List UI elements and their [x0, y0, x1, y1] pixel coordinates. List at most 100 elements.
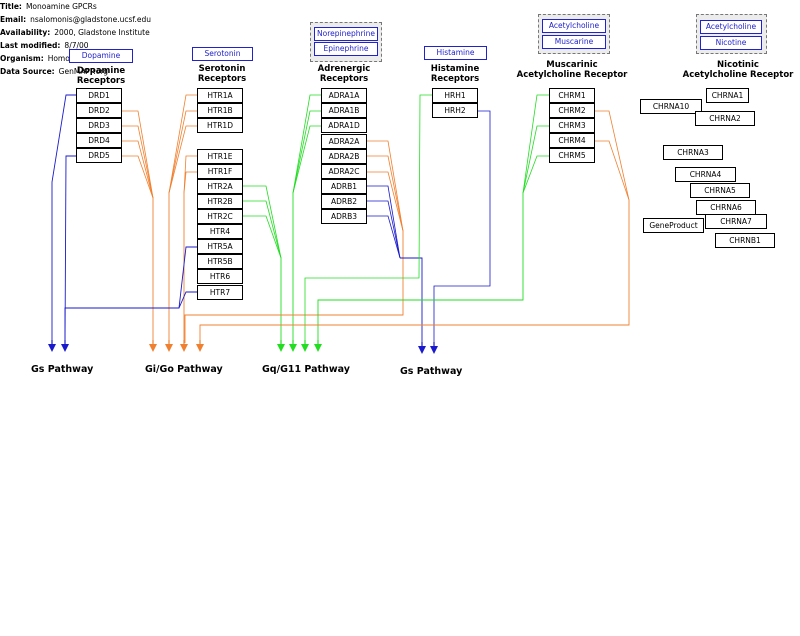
arrowhead-gi-1	[149, 344, 157, 352]
connector-adra1-gq-0	[292, 94, 321, 194]
connector-chrm-gi-route	[199, 200, 630, 343]
arrowhead-gq-1	[277, 344, 285, 352]
gene-htr1d[interactable]: HTR1D	[197, 118, 243, 133]
arrowhead-gq-3	[301, 344, 309, 352]
gene-product-placeholder[interactable]: GeneProduct	[643, 218, 704, 233]
gene-htr1b[interactable]: HTR1B	[197, 103, 243, 118]
connector-drd-gi-0	[122, 110, 154, 199]
ligand-norepinephrine: Norepinephrine	[314, 27, 378, 41]
gene-drd3[interactable]: DRD3	[76, 118, 122, 133]
gene-drd4[interactable]: DRD4	[76, 133, 122, 148]
gene-htr7[interactable]: HTR7	[197, 285, 243, 300]
connector-adrb-gs-0	[367, 185, 401, 259]
gene-chrna6[interactable]: CHRNA6	[696, 200, 756, 215]
connector-drd-gi-2	[122, 140, 154, 199]
gene-adra1a[interactable]: ADRA1A	[321, 88, 367, 103]
pathway-gs-right: Gs Pathway	[400, 366, 463, 377]
connector-chrm-gi-1	[595, 140, 630, 201]
gene-chrm3[interactable]: CHRM3	[549, 118, 595, 133]
gene-hrh1[interactable]: HRH1	[432, 88, 478, 103]
gene-chrm5[interactable]: CHRM5	[549, 148, 595, 163]
connector-drd-gi-3	[122, 155, 154, 199]
arrowhead-gi-4	[196, 344, 204, 352]
pathway-gs-left: Gs Pathway	[31, 364, 94, 375]
ligand-epinephrine: Epinephrine	[314, 42, 378, 56]
connector-adra2-gi-2	[367, 171, 404, 232]
arrowhead-gs-left-2	[61, 344, 69, 352]
meta-availability: Availability:2000, Gladstone Institute	[0, 28, 150, 37]
connector-adrb-gs-2	[367, 215, 401, 259]
gene-htr6[interactable]: HTR6	[197, 269, 243, 284]
gene-chrm1[interactable]: CHRM1	[549, 88, 595, 103]
gene-adra1d[interactable]: ADRA1D	[321, 118, 367, 133]
gene-htr5b[interactable]: HTR5B	[197, 254, 243, 269]
gene-htr1a[interactable]: HTR1A	[197, 88, 243, 103]
gene-adra2b[interactable]: ADRA2B	[321, 149, 367, 164]
connector-chrm-gq-1	[522, 125, 549, 194]
connector-adra1-gq-1	[292, 110, 321, 194]
gene-hrh2[interactable]: HRH2	[432, 103, 478, 118]
connector-drd1-gs	[51, 94, 76, 343]
connector-htr1-gi-0	[168, 94, 197, 194]
ligand-nicotine: Nicotine	[700, 36, 762, 50]
gene-adrb3[interactable]: ADRB3	[321, 209, 367, 224]
gene-chrna5[interactable]: CHRNA5	[690, 183, 750, 198]
gene-htr5a[interactable]: HTR5A	[197, 239, 243, 254]
gene-adra2a[interactable]: ADRA2A	[321, 134, 367, 149]
gene-chrnb1[interactable]: CHRNB1	[715, 233, 775, 248]
arrowhead-gq-4	[314, 344, 322, 352]
ligand-acetylcholine-nicotinic: Acetylcholine	[700, 20, 762, 34]
gene-chrna1[interactable]: CHRNA1	[706, 88, 749, 103]
gene-chrna7[interactable]: CHRNA7	[705, 214, 767, 229]
pathway-gq-g11: Gq/G11 Pathway	[262, 364, 350, 375]
gene-adra2c[interactable]: ADRA2C	[321, 164, 367, 179]
gene-chrna3[interactable]: CHRNA3	[663, 145, 723, 160]
gene-htr1e[interactable]: HTR1E	[197, 149, 243, 164]
gene-chrna10[interactable]: CHRNA10	[640, 99, 702, 114]
arrowhead-gi-2	[165, 344, 173, 352]
connector-adrb-gs-1	[367, 200, 401, 259]
pathway-gi-go: Gi/Go Pathway	[145, 364, 223, 375]
connector-htr1-gi-1	[168, 110, 197, 194]
gene-chrna2[interactable]: CHRNA2	[695, 111, 755, 126]
connector-hrh1-gq	[304, 94, 432, 343]
gene-htr2a[interactable]: HTR2A	[197, 179, 243, 194]
connector-drd-gi-1	[122, 125, 154, 199]
gene-chrna4[interactable]: CHRNA4	[675, 167, 736, 182]
gene-adrb1[interactable]: ADRB1	[321, 179, 367, 194]
connector-chrm-gq-2	[522, 155, 549, 194]
gene-htr4[interactable]: HTR4	[197, 224, 243, 239]
connector-htr2-gq-1	[243, 200, 282, 259]
gene-htr1f[interactable]: HTR1F	[197, 164, 243, 179]
connector-hrh2-gs	[433, 110, 491, 343]
gene-drd2[interactable]: DRD2	[76, 103, 122, 118]
gene-drd5[interactable]: DRD5	[76, 148, 122, 163]
arrowhead-gq-2	[289, 344, 297, 352]
gene-adra1b[interactable]: ADRA1B	[321, 103, 367, 118]
gene-htr2c[interactable]: HTR2C	[197, 209, 243, 224]
connector-htr1-gi-2	[168, 125, 197, 194]
connector-htr2-gq-2	[243, 215, 282, 259]
gene-chrm2[interactable]: CHRM2	[549, 103, 595, 118]
gene-chrm4[interactable]: CHRM4	[549, 133, 595, 148]
gene-adrb2[interactable]: ADRB2	[321, 194, 367, 209]
ligand-histamine: Histamine	[424, 46, 487, 60]
connector-adra2-gi-0	[367, 140, 404, 232]
connector-adrb-gs-route	[400, 257, 423, 343]
connector-adra2-gi-1	[367, 155, 404, 232]
meta-last-modified: Last modified:8/7/00	[0, 41, 89, 50]
connector-htr1ef-gi-0	[183, 155, 197, 194]
gene-drd1[interactable]: DRD1	[76, 88, 122, 103]
connector-adra1-gq-2	[292, 125, 321, 194]
ligand-muscarine: Muscarine	[542, 35, 606, 49]
connector-chrm-gq-route	[317, 193, 524, 343]
gene-htr2b[interactable]: HTR2B	[197, 194, 243, 209]
meta-email: Email:nsalomonis@gladstone.ucsf.edu	[0, 15, 151, 24]
connector-htr1ef-gi-1	[183, 171, 197, 194]
connector-adra2-gi-route	[184, 231, 404, 343]
